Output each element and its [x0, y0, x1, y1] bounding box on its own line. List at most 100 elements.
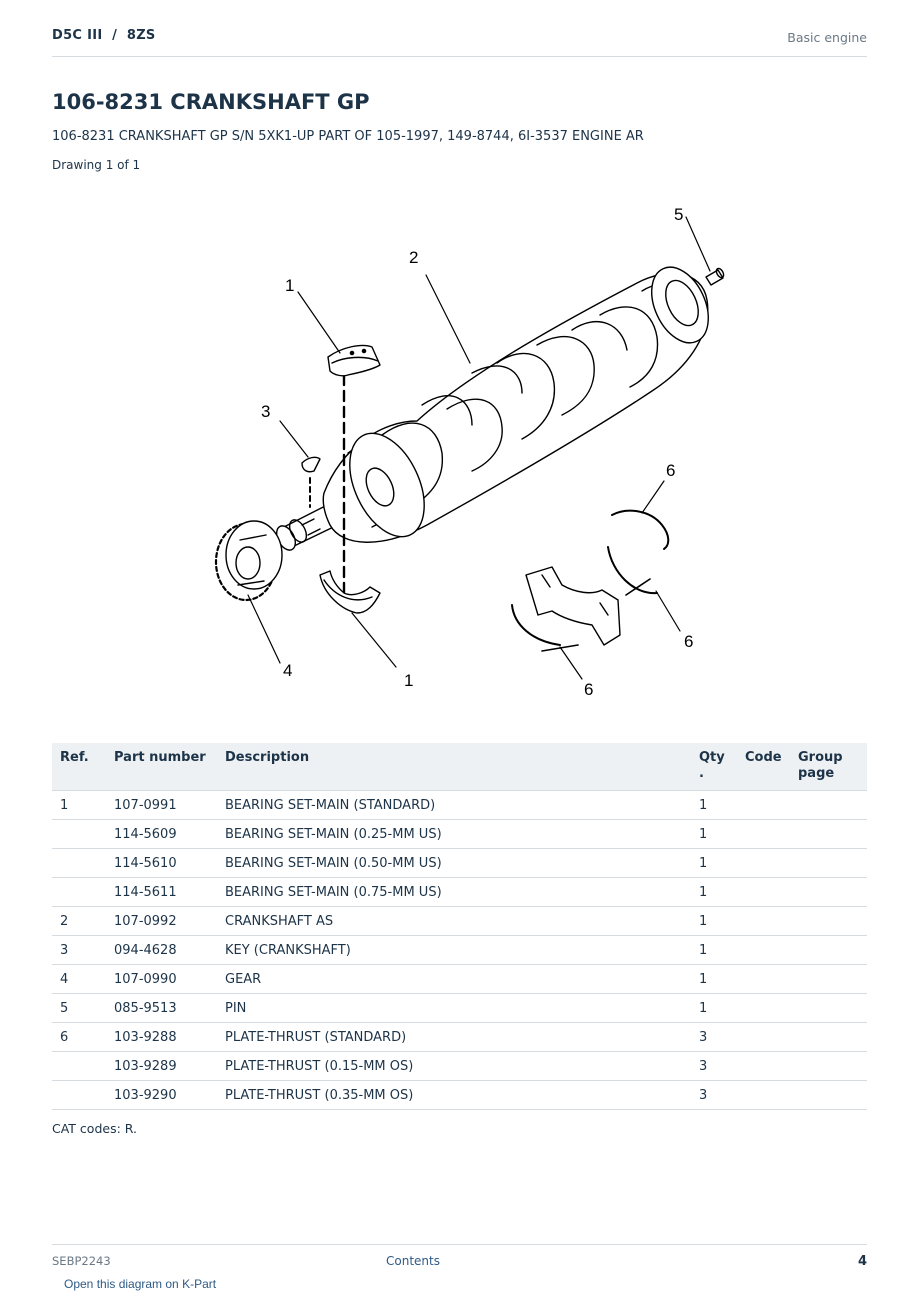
parts-diagram: 1 2 3 4 5 6 6 6 1: [52, 195, 867, 715]
cell-group-page: [790, 819, 867, 849]
cell-group-page: [790, 935, 867, 965]
cell-qty: 1: [691, 993, 737, 1023]
cell-code: [737, 848, 790, 878]
cell-code: [737, 1051, 790, 1081]
cell-ref: 3: [52, 935, 106, 965]
column-header-group-page: Group page: [790, 743, 867, 791]
cell-group-page: [790, 993, 867, 1023]
cell-qty: 1: [691, 906, 737, 936]
upper-bearing-drawing: [327, 344, 381, 377]
cell-qty: 3: [691, 1080, 737, 1110]
section-label: Basic engine: [787, 30, 867, 45]
cell-group-page: [790, 1051, 867, 1081]
cell-ref: 4: [52, 964, 106, 994]
callout-5: 5: [674, 205, 683, 224]
key-drawing: [301, 456, 321, 473]
lower-bearing-drawing: [319, 570, 381, 614]
cell-part-number: 114-5611: [106, 877, 217, 907]
column-header-ref: Ref.: [52, 743, 106, 791]
cell-group-page: [790, 848, 867, 878]
column-header-qty: Qty .: [691, 743, 737, 791]
column-header-part-number: Part number: [106, 743, 217, 791]
cell-ref: 6: [52, 1022, 106, 1052]
open-kpart-link[interactable]: Open this diagram on K-Part: [64, 1277, 217, 1291]
cell-part-number: 103-9289: [106, 1051, 217, 1081]
column-header-code: Code: [737, 743, 790, 791]
contents-link[interactable]: Contents: [386, 1254, 440, 1268]
cell-qty: 1: [691, 848, 737, 878]
cell-part-number: 114-5609: [106, 819, 217, 849]
cell-ref: [52, 848, 106, 878]
page-header: D5C III / 8ZS Basic engine: [52, 28, 867, 57]
page-footer: SEBP2243 Contents 4: [52, 1244, 867, 1275]
cell-part-number: 107-0990: [106, 964, 217, 994]
cell-group-page: [790, 1022, 867, 1052]
column-header-description: Description: [217, 743, 691, 791]
crankshaft-drawing: [275, 266, 709, 551]
cell-qty: 1: [691, 819, 737, 849]
callout-3: 3: [261, 402, 270, 421]
cell-qty: 1: [691, 877, 737, 907]
thrust-plates-drawing: [511, 509, 670, 652]
cell-code: [737, 964, 790, 994]
cell-description: BEARING SET-MAIN (STANDARD): [217, 790, 691, 820]
cell-part-number: 114-5610: [106, 848, 217, 878]
cell-ref: 5: [52, 993, 106, 1023]
cell-code: [737, 993, 790, 1023]
callout-4: 4: [283, 661, 292, 680]
callout-6-upper: 6: [666, 461, 675, 480]
leader-lines: [247, 216, 711, 680]
drawing-count: Drawing 1 of 1: [52, 158, 141, 172]
cell-description: PLATE-THRUST (0.15-MM OS): [217, 1051, 691, 1081]
cell-description: CRANKSHAFT AS: [217, 906, 691, 936]
cell-group-page: [790, 906, 867, 936]
callout-1-bottom: 1: [404, 671, 413, 690]
model-label: D5C III / 8ZS: [52, 28, 156, 43]
cell-group-page: [790, 790, 867, 820]
cell-code: [737, 790, 790, 820]
cell-qty: 1: [691, 964, 737, 994]
cell-code: [737, 1080, 790, 1110]
cell-code: [737, 877, 790, 907]
cell-description: BEARING SET-MAIN (0.25-MM US): [217, 819, 691, 849]
cell-ref: 2: [52, 906, 106, 936]
cell-ref: [52, 877, 106, 907]
parts-table: Ref. Part number Description Qty . Code …: [52, 743, 867, 1110]
cell-part-number: 107-0991: [106, 790, 217, 820]
cell-part-number: 094-4628: [106, 935, 217, 965]
cell-description: BEARING SET-MAIN (0.75-MM US): [217, 877, 691, 907]
callout-6-bottom: 6: [584, 680, 593, 699]
cell-description: BEARING SET-MAIN (0.50-MM US): [217, 848, 691, 878]
cell-code: [737, 906, 790, 936]
cell-part-number: 085-9513: [106, 993, 217, 1023]
cell-ref: 1: [52, 790, 106, 820]
document-id: SEBP2243: [52, 1254, 111, 1268]
cell-group-page: [790, 877, 867, 907]
cell-part-number: 103-9290: [106, 1080, 217, 1110]
cell-qty: 3: [691, 1051, 737, 1081]
cell-description: PLATE-THRUST (0.35-MM OS): [217, 1080, 691, 1110]
page-subtitle: 106-8231 CRANKSHAFT GP S/N 5XK1-UP PART …: [52, 129, 644, 144]
cat-codes: CAT codes: R.: [52, 1121, 137, 1136]
page-title: 106-8231 CRANKSHAFT GP: [52, 90, 370, 114]
cell-description: PLATE-THRUST (STANDARD): [217, 1022, 691, 1052]
page-number: 4: [857, 1254, 867, 1269]
cell-code: [737, 935, 790, 965]
cell-code: [737, 819, 790, 849]
cell-ref: [52, 819, 106, 849]
cell-part-number: 107-0992: [106, 906, 217, 936]
cell-description: PIN: [217, 993, 691, 1023]
cell-qty: 3: [691, 1022, 737, 1052]
